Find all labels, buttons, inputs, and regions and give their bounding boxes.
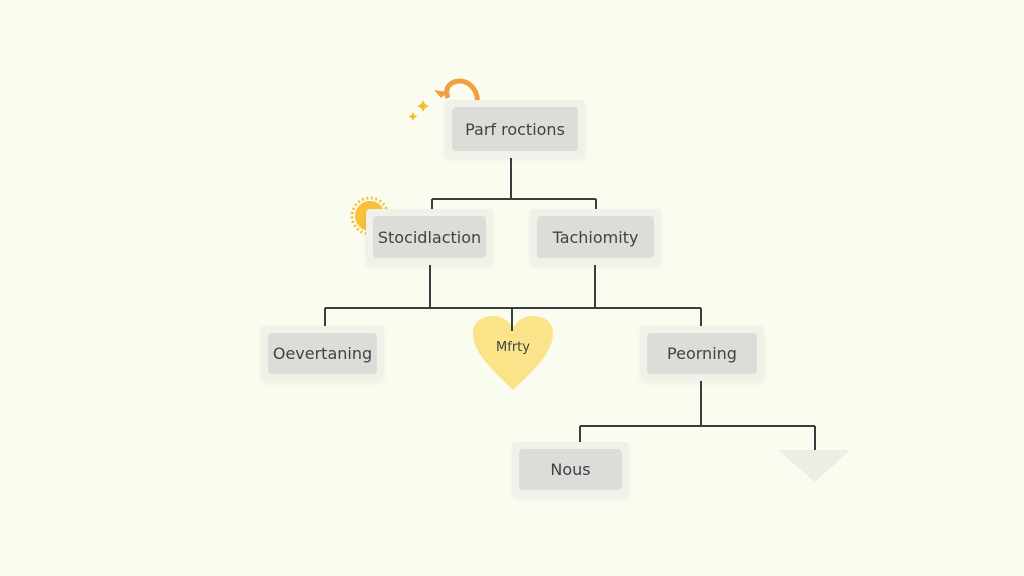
root-connector xyxy=(431,150,597,216)
node-label: Stocidlaction xyxy=(373,216,486,258)
node-nous[interactable]: Nous xyxy=(512,442,629,497)
level2-connector xyxy=(579,374,816,455)
node-oevertaning[interactable]: Oevertaning xyxy=(261,326,384,381)
node-tachiomity[interactable]: Tachiomity xyxy=(530,209,661,265)
node-root[interactable]: Parf roctions xyxy=(445,100,585,158)
node-root-label: Parf roctions xyxy=(452,107,578,151)
heart-node xyxy=(473,316,553,390)
node-peorning[interactable]: Peorning xyxy=(640,326,764,381)
node-label: Tachiomity xyxy=(537,216,654,258)
node-label: Peorning xyxy=(647,333,757,374)
node-label: Oevertaning xyxy=(268,333,377,374)
node-stocidlaction[interactable]: Stocidlaction xyxy=(366,209,493,265)
heart-node-label: Mfrty xyxy=(496,340,530,355)
triangle-node xyxy=(778,450,850,482)
sparkle-icon xyxy=(408,100,429,121)
node-label: Nous xyxy=(519,449,622,490)
